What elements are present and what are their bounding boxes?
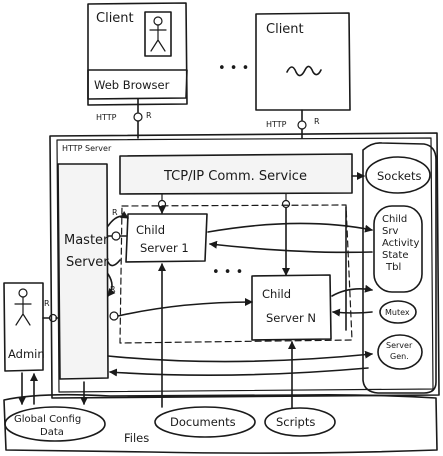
- server-gen-label: Server Gen.: [386, 341, 415, 361]
- files-label: Files: [124, 431, 149, 445]
- files-region: [3, 393, 438, 454]
- activity-table-label: Child Srv Activity State Tbl: [382, 214, 423, 273]
- http-right-port: [297, 120, 307, 130]
- web-browser-label: Web Browser: [94, 78, 170, 92]
- user-icon: [149, 16, 167, 52]
- client-left-label: Client: [96, 11, 134, 26]
- client-right-box: Client: [255, 12, 351, 111]
- activity-table: [373, 205, 423, 293]
- client-right-label: Client: [266, 22, 304, 37]
- http-server-inner-frame: [56, 137, 434, 393]
- child-1-port: [111, 231, 121, 241]
- tcpip-service-label: TCP/IP Comm. Service: [163, 169, 307, 184]
- child-server-1-box: [125, 213, 208, 263]
- squiggle-icon: [286, 65, 322, 77]
- mutex-label: Mutex: [385, 308, 410, 317]
- http-left-label: HTTP: [96, 113, 117, 122]
- server-gen-resource: [377, 334, 423, 370]
- documents-label: Documents: [170, 415, 236, 429]
- global-config-label: Global Config Data: [14, 414, 84, 438]
- req-left-label: R: [146, 111, 152, 120]
- r-admin-label: R: [44, 299, 50, 308]
- admin-user-icon: [14, 288, 32, 326]
- master-server-box: [57, 163, 109, 380]
- client-left-box: Client Web Browser: [87, 2, 188, 106]
- child-servers-ellipsis: • • •: [212, 265, 243, 280]
- documents-store: [154, 406, 256, 438]
- sockets-label: Sockets: [377, 169, 421, 183]
- tcpip-port-2: [281, 199, 291, 209]
- web-browser-box: [87, 69, 188, 100]
- scripts-label: Scripts: [276, 415, 315, 429]
- table-to-child1-arrow: [209, 240, 373, 254]
- admin-box: [3, 282, 44, 372]
- master-lower-port: [109, 311, 119, 321]
- child-server-n-label: Child Server N: [262, 287, 316, 325]
- resource-column: [362, 142, 437, 394]
- child-server-1-label: Child Server 1: [136, 223, 189, 255]
- http-right-label: HTTP: [266, 120, 287, 129]
- master-to-childn-arrow: [117, 298, 253, 317]
- child-server-n-box: [251, 274, 332, 341]
- scripts-store: [264, 407, 336, 437]
- http-server-box: [49, 132, 440, 399]
- admin-label: Admin: [8, 347, 45, 361]
- req-right-label: R: [314, 117, 320, 126]
- child1-to-table-arrow: [207, 222, 373, 233]
- r-child1-label: R: [112, 208, 118, 217]
- clients-ellipsis: • • •: [218, 61, 249, 76]
- http-left-port: [133, 112, 143, 122]
- mutex-resource: [379, 300, 417, 324]
- user-icon-frame: [144, 11, 172, 57]
- global-config-store: [4, 406, 106, 442]
- tcpip-service-box: [119, 153, 353, 195]
- http-server-label: HTTP Server: [62, 144, 112, 153]
- master-server-label: Master Server: [64, 233, 113, 270]
- master-to-servergen-arrow: [107, 350, 373, 363]
- sockets-resource: [365, 156, 431, 194]
